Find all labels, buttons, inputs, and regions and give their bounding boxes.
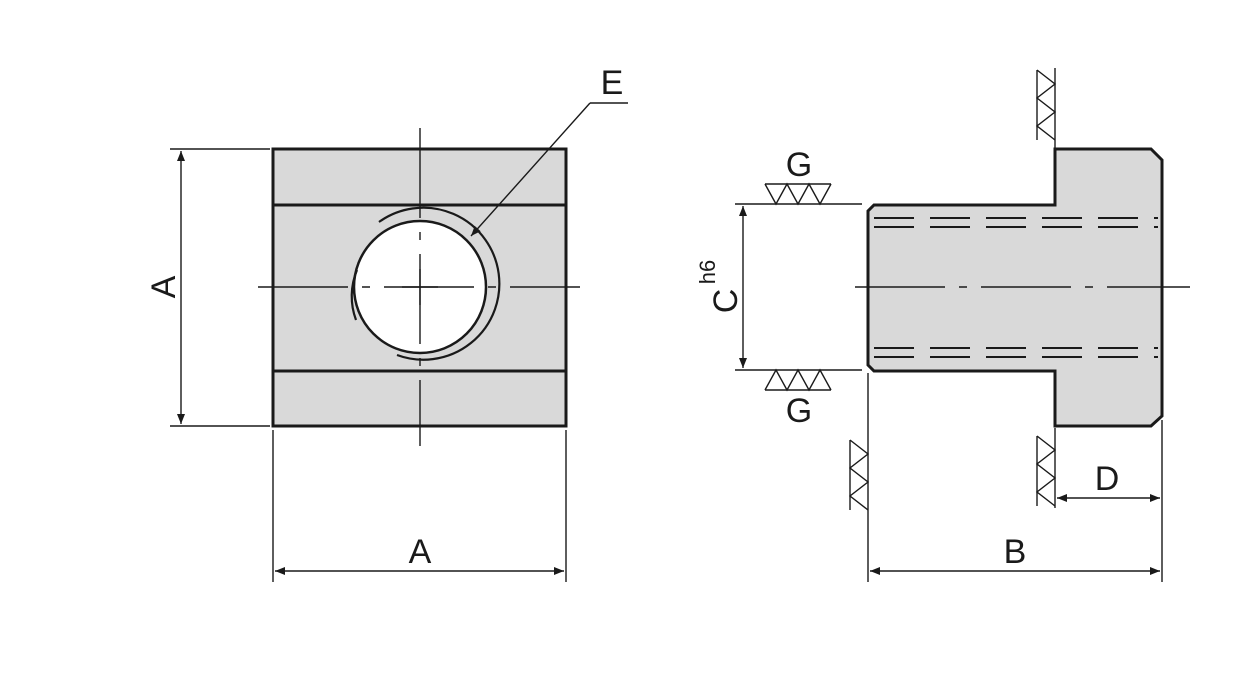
label-a-horizontal: A [409,533,432,571]
surface-symbol-g-bottom: G [735,368,862,430]
label-g-top: G [786,146,812,184]
label-b: B [1004,533,1027,571]
leader-e: E [470,64,628,237]
thread-arc-left [350,269,359,321]
label-d: D [1095,460,1120,498]
reference-surface-top [1035,68,1057,148]
reference-triangles [848,439,870,511]
dimension-c: C h6 [695,206,747,368]
surface-symbol-g-top: G [735,146,862,206]
dimension-a-horizontal: A [272,430,567,582]
reference-triangles [1035,69,1057,141]
label-a-vertical: A [145,275,183,298]
dimension-b: B [870,533,1160,575]
front-view [258,128,580,446]
surface-triangles [764,368,832,392]
label-g-bottom: G [786,392,812,430]
label-c-tolerance: h6 [695,260,720,284]
dimension-a-vertical: A [145,148,270,427]
side-view [855,147,1190,428]
reference-surface-left [848,373,870,582]
surface-triangles [764,182,832,206]
reference-surface-flange [1035,428,1057,508]
label-c: C [707,289,745,314]
dimension-d: D [1057,420,1163,582]
label-e: E [601,64,624,102]
thread-arc [378,206,501,361]
leader-line [470,102,591,237]
reference-triangles [1035,435,1057,507]
